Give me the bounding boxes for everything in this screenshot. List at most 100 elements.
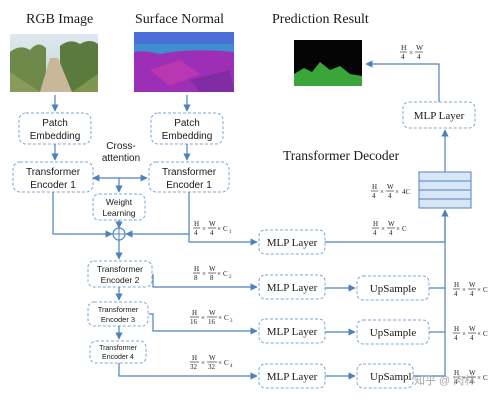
upsample-3 [356,363,414,389]
prediction-result-title: Prediction Result [272,12,369,27]
encoder3-line1: Transformer [98,305,139,314]
dim-up2: H 4 × W 4 × C [453,325,488,342]
dim-enc1-h: H [194,220,199,228]
mlp-layer-3 [258,318,326,344]
dim-concat-times1: × [380,188,384,196]
mlp-layer-4 [258,363,326,389]
dim-enc3-times2: × [218,314,222,322]
patch-embedding-normal-line1: Patch [174,118,200,129]
dim-enc3-w: W [209,309,216,317]
decoder-arrows [118,60,449,380]
dim-concat-times2: × [395,188,399,196]
dim-pred-w: W [416,43,424,52]
dim-enc2-w: W [209,265,216,273]
dim-enc2-c: C [223,270,228,278]
dim-up1-w: W [469,281,476,289]
dim-enc3-c: C [224,314,229,322]
dim-enc1-c: C [223,225,228,233]
dim-up2-times2: × [477,330,481,338]
dim-enc2: H 8 × W 8 × C 2 [193,265,232,282]
dim-up2-h: H [454,325,459,333]
dim-mlp1-h-den: 4 [373,229,377,237]
dim-enc1-h-den: 4 [194,229,198,237]
feature-concat-stack [418,171,472,209]
encoder1-normal-line1: Transformer [162,167,217,178]
dim-mlp1: H 4 × W 4 × C [372,220,407,237]
dim-enc1-w: W [209,220,216,228]
dim-enc3-w-den: 16 [208,318,216,326]
dim-up1-w-den: 4 [470,290,474,298]
dim-up2-times1: × [462,330,466,338]
dim-up3-w-den: 4 [470,378,474,386]
dim-up1-h: H [454,281,459,289]
dim-enc2-h-den: 8 [194,274,198,282]
encoder4-line1: Transformer [99,345,138,352]
dim-up3-h-den: 4 [454,378,458,386]
dim-up1-c: C [483,286,488,294]
encoder2-line2: Encoder 2 [101,275,140,285]
dim-enc2-times1: × [202,270,206,278]
transformer-encoder-4 [89,340,147,364]
dim-up1-h-den: 4 [454,290,458,298]
dim-enc4-w: W [209,354,216,362]
dim-concat-4c: 4C [402,188,411,196]
transformer-decoder-title: Transformer Decoder [283,148,400,163]
dim-concat: H 4 × W 4 × 4C [371,183,411,200]
weight-learning-line2: Learning [102,208,135,218]
dim-concat-w-den: 4 [388,192,392,200]
upsample-3-label: UpSampl [370,371,412,383]
dim-enc2-w-den: 8 [210,274,214,282]
dim-enc1-c-sub: 1 [229,230,232,235]
dim-concat-h: H [372,183,377,191]
dim-enc3: H 16 × W 16 × C 3 [190,309,233,326]
dim-mlp1-times2: × [396,225,400,233]
transformer-encoder-3 [87,301,149,327]
dim-enc4-c-sub: 4 [230,364,233,369]
mlp-layer-1 [258,229,326,255]
dim-enc1-w-den: 4 [210,229,214,237]
mlp-layer-1-label: MLP Layer [267,237,318,249]
dim-enc4-c: C [224,359,229,367]
patch-embedding-rgb-line1: Patch [42,118,68,129]
dim-enc2-h: H [194,265,199,273]
dim-enc2-c-sub: 2 [229,275,232,280]
dim-up3-times2: × [477,374,481,382]
dim-enc1: H 4 × W 4 × C 1 [193,220,232,237]
dim-up1-times2: × [477,286,481,294]
dim-up2-w-den: 4 [470,334,474,342]
dim-mlp1-c: C [402,225,407,233]
prediction-result-image [294,40,362,86]
dim-enc4-h: H [192,354,197,362]
dim-enc4: H 32 × W 32 × C 4 [190,354,233,371]
dim-up1: H 4 × W 4 × C [453,281,488,298]
dim-pred-times: × [409,48,413,57]
mlp-layer-3-label: MLP Layer [267,326,318,338]
dim-enc1-times2: × [217,225,221,233]
dim-enc3-times1: × [201,314,205,322]
encoder2-line1: Transformer [97,264,143,274]
dim-up1-times1: × [462,286,466,294]
dim-enc4-times1: × [201,359,205,367]
transformer-encoder-2 [87,260,153,288]
rgb-image-title: RGB Image [26,12,93,27]
mlp-layer-4-label: MLP Layer [267,371,318,383]
mlp-layer-2-label: MLP Layer [267,282,318,294]
encoder3-line2: Encoder 3 [101,315,135,324]
dim-mlp1-w: W [388,220,395,228]
fusion-node [112,227,126,241]
cross-attention-label-line2: attention [102,153,140,164]
surface-normal-title: Surface Normal [135,12,224,27]
dim-enc4-h-den: 32 [190,363,198,371]
encoder1-normal-line2: Encoder 1 [166,180,212,191]
mlp-layer-top-label: MLP Layer [414,110,465,122]
patch-embedding-normal-line2: Embedding [162,131,213,142]
upsample-2-label: UpSample [370,327,417,339]
dim-mlp1-w-den: 4 [389,229,393,237]
dim-enc2-times2: × [217,270,221,278]
dim-up3: H 4 × W 4 × C [453,369,488,386]
dim-pred-h-den: 4 [401,52,405,61]
surface-normal-image [134,32,234,92]
encoder1-rgb-line1: Transformer [26,167,81,178]
